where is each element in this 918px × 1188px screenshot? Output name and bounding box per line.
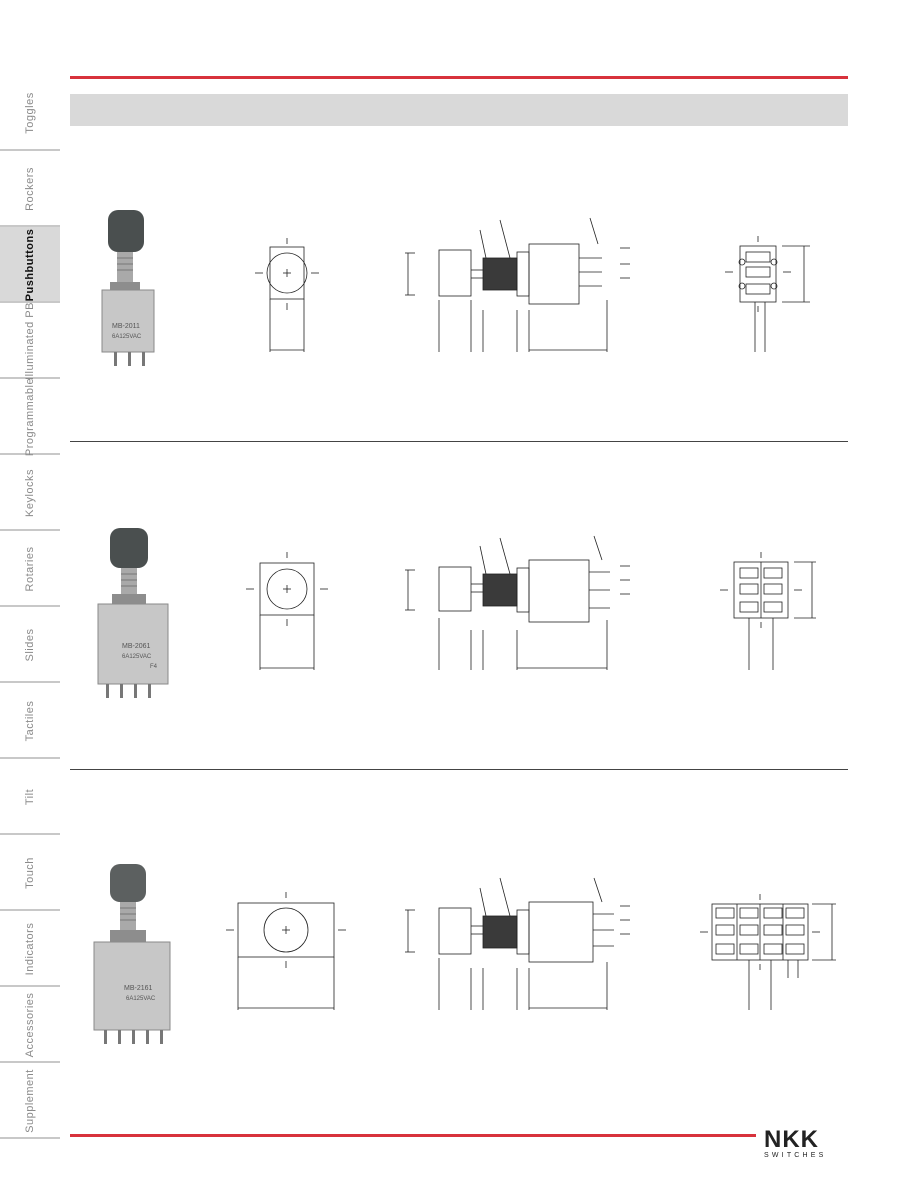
front-view-drawing <box>226 892 346 1010</box>
body-label-1: MB-2011 <box>112 323 140 330</box>
tab-label: Toggles <box>24 92 36 134</box>
tab-label: Rotaries <box>24 546 36 592</box>
body-label-2: 6A125VAC <box>112 334 142 340</box>
product-section-3: MB-2161 6A125VAC <box>70 858 848 1048</box>
tab-rockers[interactable]: Rockers <box>0 151 60 227</box>
section-divider-2 <box>70 769 848 770</box>
tab-label: Rockers <box>24 167 36 211</box>
tab-toggles[interactable]: Toggles <box>0 75 60 151</box>
product-section-1: MB-2011 6A125VAC <box>70 200 848 370</box>
body-label-2: 6A125VAC <box>126 996 156 1002</box>
tab-label: Tilt <box>24 788 36 806</box>
tab-illuminated-pb[interactable]: Illuminated PB <box>0 302 60 380</box>
side-view-drawing <box>405 877 630 1010</box>
body-label-2: 6A125VAC <box>122 654 152 660</box>
nkk-logo: NKK SWITCHES <box>764 1126 827 1159</box>
tab-tactiles[interactable]: Tactiles <box>0 683 60 759</box>
tab-slides[interactable]: Slides <box>0 607 60 683</box>
tab-label: Indicators <box>24 922 36 976</box>
tab-touch[interactable]: Touch <box>0 835 60 911</box>
tab-label: Illuminated PB <box>24 302 36 380</box>
tab-label: Slides <box>24 628 36 662</box>
body-label-1: MB-2161 <box>124 985 153 992</box>
tab-label: Accessories <box>24 992 36 1058</box>
top-rule <box>70 76 848 79</box>
tab-supplement[interactable]: Supplement <box>0 1063 60 1139</box>
tab-rotaries[interactable]: Rotaries <box>0 531 60 607</box>
tab-label: Keylocks <box>24 468 36 518</box>
product-photo: MB-2011 6A125VAC <box>101 210 155 366</box>
logo-text: NKK <box>764 1126 819 1153</box>
terminal-view-drawing <box>720 552 816 670</box>
product-photo: MB-2161 6A125VAC <box>93 864 171 1044</box>
section-1-drawings: MB-2011 6A125VAC <box>101 210 810 366</box>
header-band <box>70 94 848 126</box>
product-photo: MB-2061 6A125VAC F4 <box>97 528 169 698</box>
front-view-drawing <box>255 238 319 352</box>
tab-label: Programmable <box>24 377 36 457</box>
body-label-3: F4 <box>150 664 158 670</box>
tab-indicators[interactable]: Indicators <box>0 911 60 987</box>
tab-accessories[interactable]: Accessories <box>0 987 60 1063</box>
tab-label: Pushbuttons <box>24 228 36 302</box>
side-view-drawing <box>405 217 630 352</box>
product-section-2: MB-2061 6A125VAC F4 <box>70 520 848 700</box>
tab-tilt[interactable]: Tilt <box>0 759 60 835</box>
logo-subtext: SWITCHES <box>764 1152 827 1159</box>
side-view-drawing <box>405 535 630 670</box>
tab-label: Touch <box>24 857 36 889</box>
section-2-drawings: MB-2061 6A125VAC F4 <box>97 528 816 698</box>
tab-label: Tactiles <box>24 700 36 742</box>
tab-pushbuttons[interactable]: Pushbuttons <box>0 227 60 303</box>
section-divider-1 <box>70 441 848 442</box>
tab-keylocks[interactable]: Keylocks <box>0 455 60 531</box>
terminal-view-drawing <box>725 236 810 352</box>
tab-programmable[interactable]: Programmable <box>0 377 60 457</box>
section-3-drawings: MB-2161 6A125VAC <box>93 864 836 1044</box>
body-label-1: MB-2061 <box>122 643 151 650</box>
bottom-rule <box>70 1134 756 1137</box>
tab-label: Supplement <box>24 1069 36 1133</box>
front-view-drawing <box>246 552 328 670</box>
terminal-view-drawing <box>700 894 836 1010</box>
